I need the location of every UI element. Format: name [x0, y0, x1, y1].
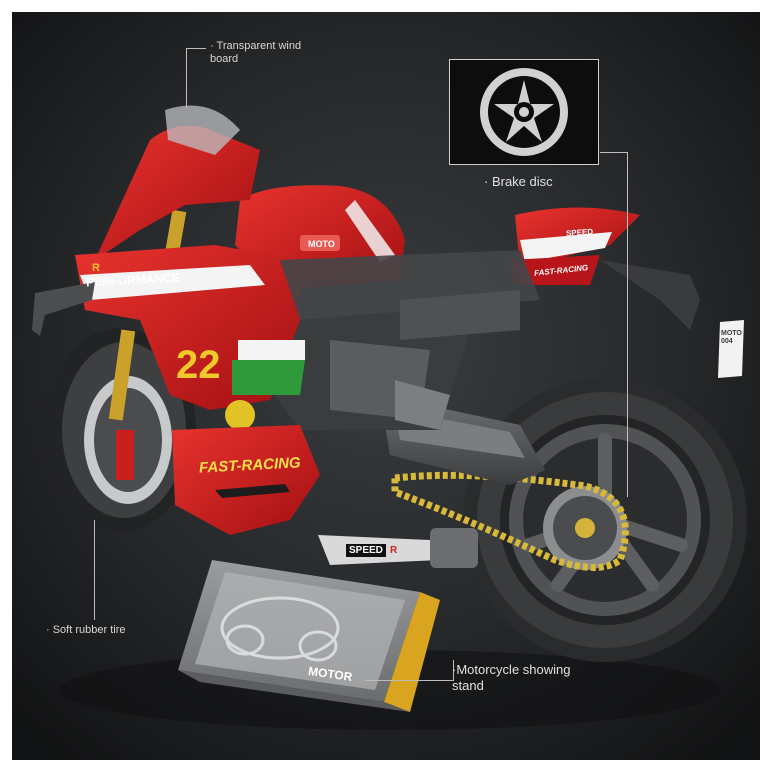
windboard-callout: · Transparent wind board [210, 40, 302, 65]
brake-disc-icon [450, 60, 598, 164]
brake-callout-line [600, 152, 627, 153]
windboard-callout-line-h [186, 48, 206, 49]
speed-r-decal: R [390, 545, 398, 556]
stand-callout-vertical [453, 660, 454, 681]
rear-wheel [463, 378, 747, 662]
display-stand [178, 560, 440, 712]
speed-decal: SPEED [346, 544, 386, 557]
brake-callout-vertical [627, 152, 628, 497]
tail-speed-decal: SPEED [565, 227, 594, 238]
logo-r-decal: R [92, 262, 100, 274]
tire-callout: · Soft rubber tire [46, 624, 126, 636]
moto-decal: MOTO [308, 239, 335, 249]
tire-callout-line [94, 520, 95, 620]
brake-disc-callout: · Brake disc [484, 174, 553, 189]
stand-callout: ·Motorcycle showing stand [452, 662, 571, 693]
stand-callout-line [365, 680, 453, 681]
brake-disc-inset [449, 59, 599, 165]
race-number: 22 [176, 343, 221, 387]
windboard-callout-line [186, 48, 187, 108]
license-plate: MOTO 004 [721, 330, 742, 345]
